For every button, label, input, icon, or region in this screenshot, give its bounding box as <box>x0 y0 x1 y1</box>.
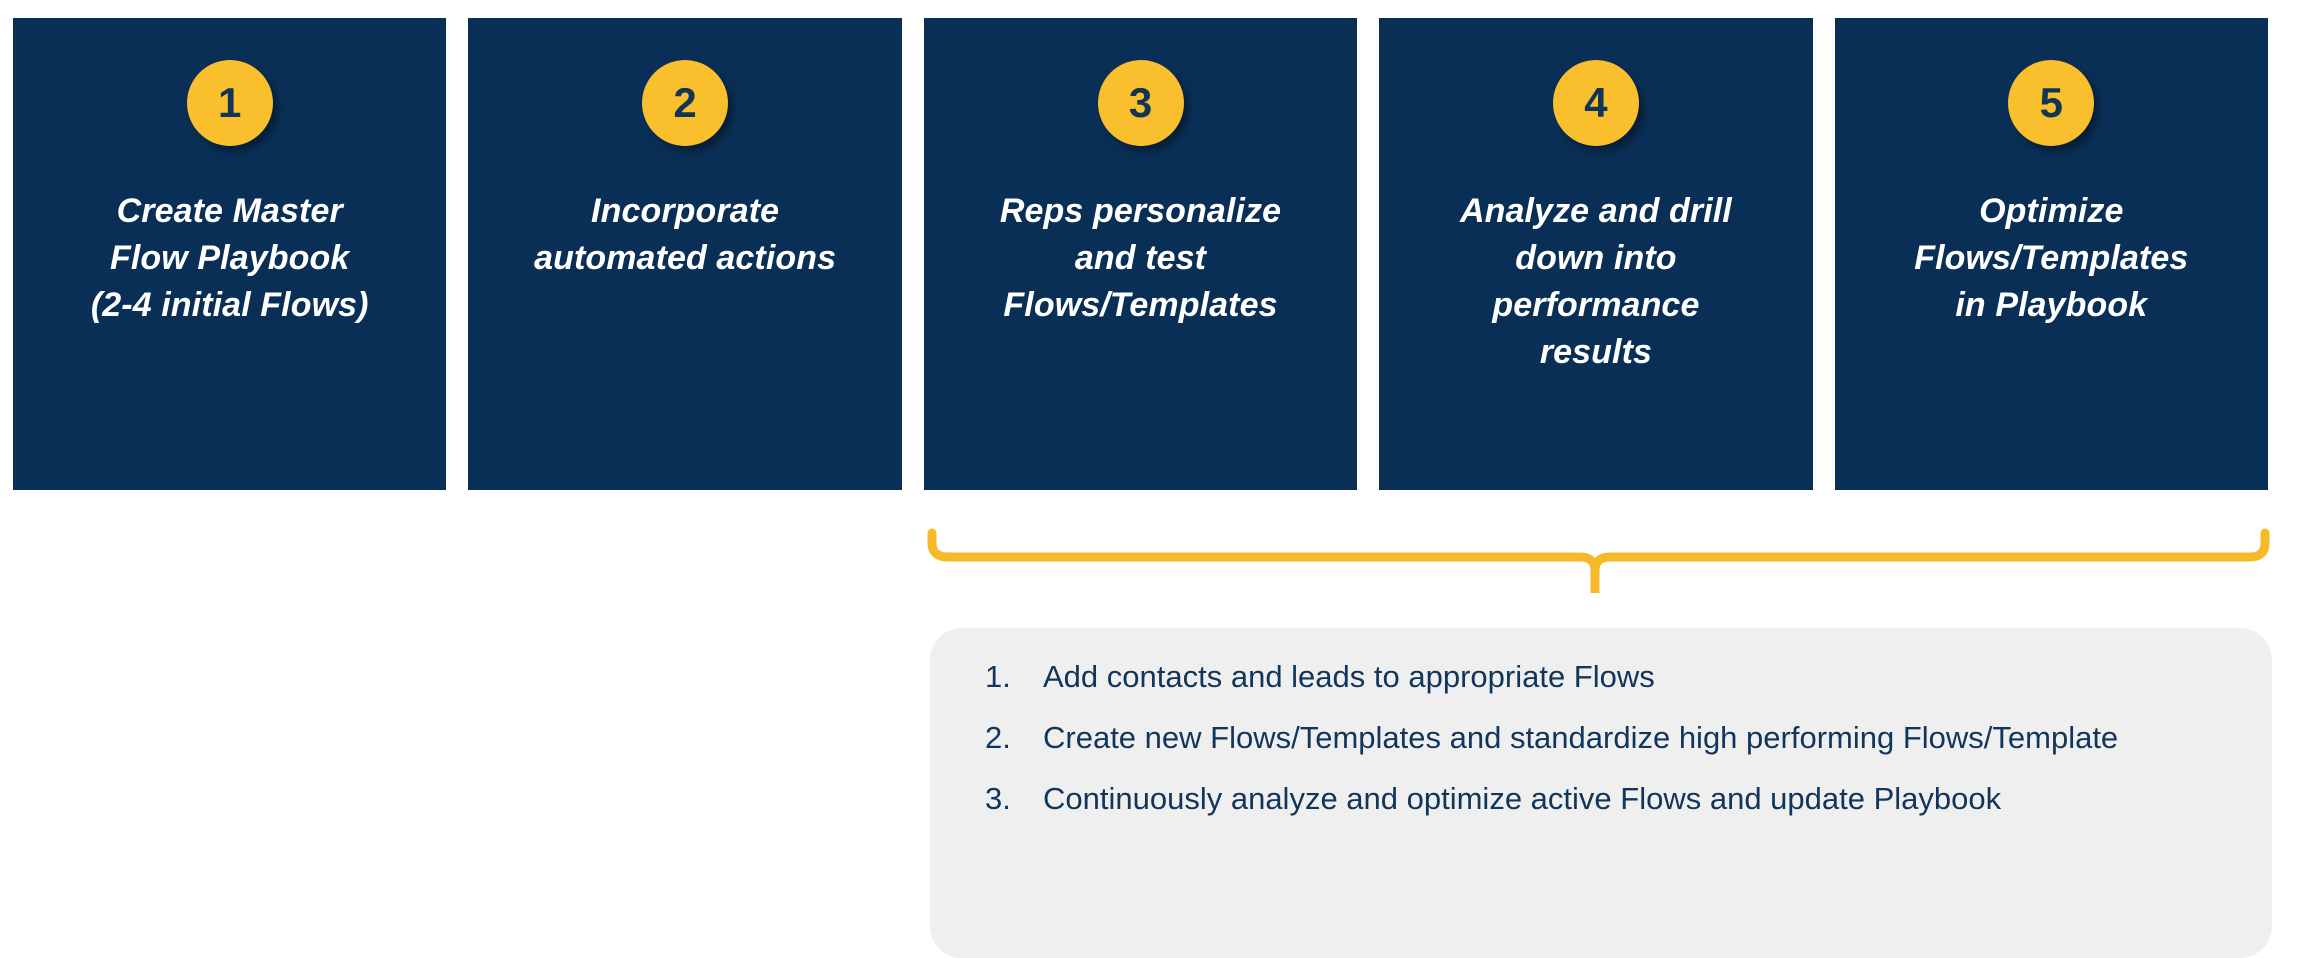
step-card-1[interactable]: 1 Create Master Flow Playbook (2-4 initi… <box>13 18 447 490</box>
list-item: 1. Add contacts and leads to appropriate… <box>985 656 2212 697</box>
step-label-3: Reps personalize and test Flows/Template… <box>999 192 1282 324</box>
step-number-badge-5: 5 <box>2008 60 2095 146</box>
step-card-3[interactable]: 3 Reps personalize and test Flows/Templa… <box>923 18 1358 490</box>
list-item-text: Add contacts and leads to appropriate Fl… <box>1043 659 1655 694</box>
step-label-4: Analyze and drill down into performance … <box>1459 192 1732 371</box>
step-label-5: Optimize Flows/Templates in Playbook <box>1914 192 2189 324</box>
list-item: 2. Create new Flows/Templates and standa… <box>985 717 2212 758</box>
list-item: 3. Continuously analyze and optimize act… <box>985 778 2212 819</box>
process-steps-row: 1 Create Master Flow Playbook (2-4 initi… <box>13 18 2269 490</box>
step-number-badge-4: 4 <box>1552 60 1639 146</box>
step-card-4[interactable]: 4 Analyze and drill down into performanc… <box>1379 18 1813 490</box>
list-item-number: 3. <box>985 781 1011 816</box>
step-number-badge-3: 3 <box>1097 60 1184 146</box>
list-item-text: Continuously analyze and optimize active… <box>1043 781 2002 816</box>
list-item-number: 1. <box>985 659 1011 694</box>
list-item-text: Create new Flows/Templates and standardi… <box>1043 720 2119 755</box>
step-label-2: Incorporate automated actions <box>534 192 837 277</box>
step-card-2[interactable]: 2 Incorporate automated actions <box>468 18 902 490</box>
step-label-1: Create Master Flow Playbook (2-4 initial… <box>90 192 369 324</box>
step-number-badge-1: 1 <box>186 60 273 146</box>
list-item-number: 2. <box>985 720 1011 755</box>
step-number-badge-2: 2 <box>642 60 729 146</box>
brace-connector-icon <box>920 515 2280 625</box>
callout-list: 1. Add contacts and leads to appropriate… <box>985 656 2212 819</box>
step-card-5[interactable]: 5 Optimize Flows/Templates in Playbook <box>1834 18 2269 490</box>
callout-panel: 1. Add contacts and leads to appropriate… <box>930 628 2272 958</box>
